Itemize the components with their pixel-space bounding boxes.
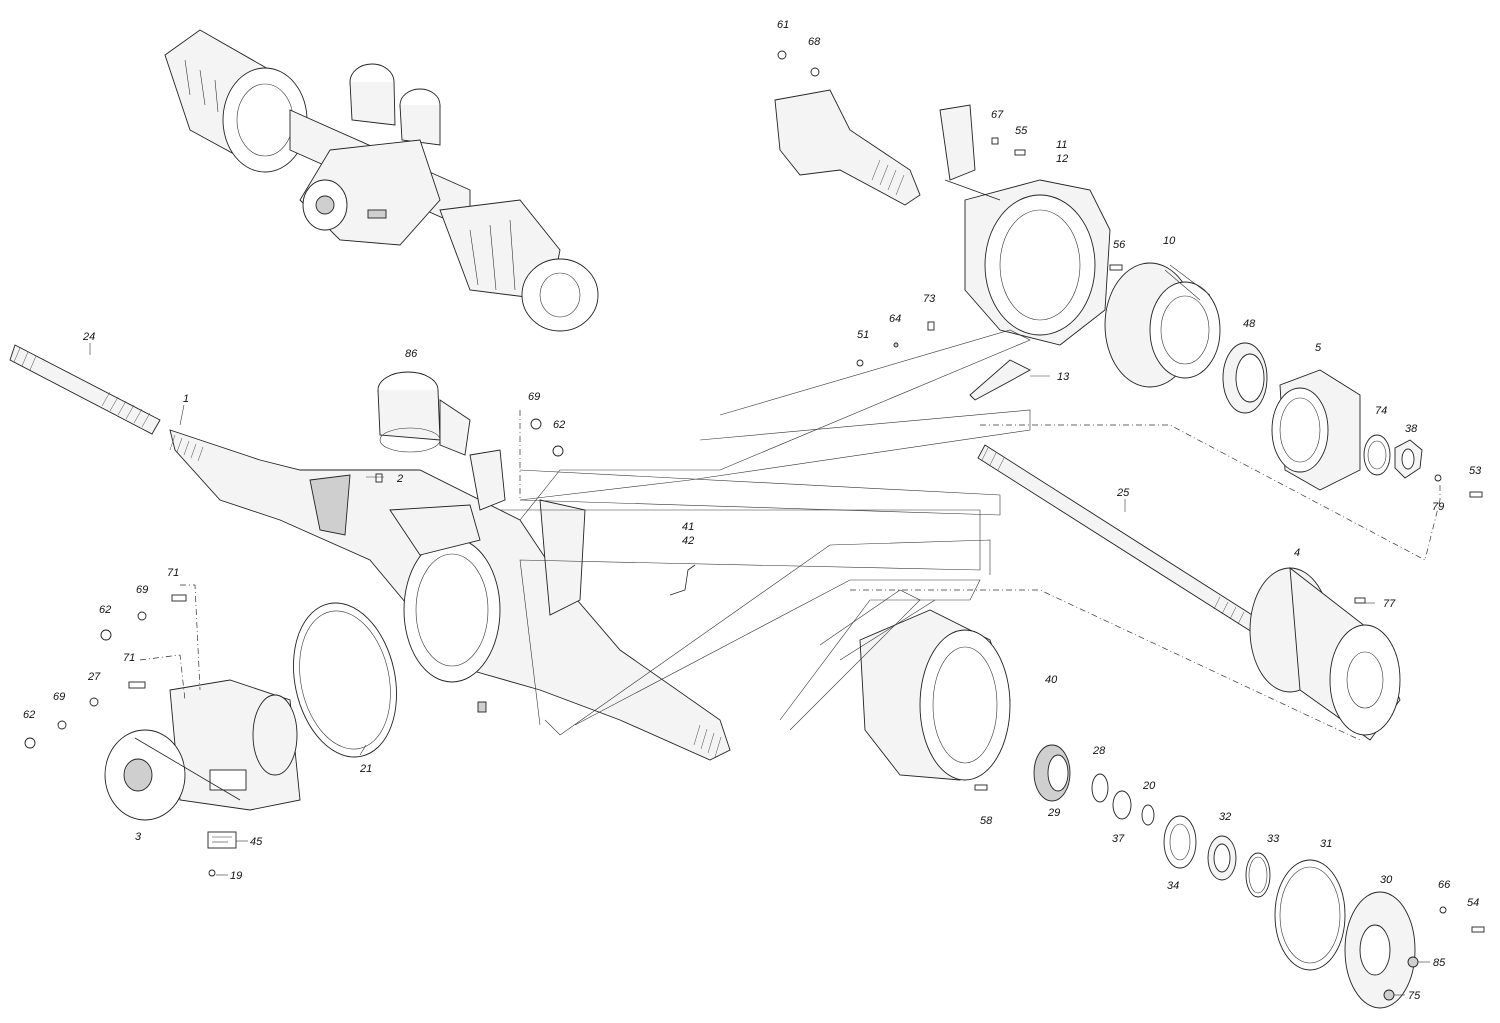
label-61: 61: [777, 19, 789, 31]
label-5: 5: [1315, 342, 1322, 354]
label-4: 4: [1294, 547, 1300, 559]
label-58: 58: [980, 815, 993, 827]
label-21: 21: [359, 763, 372, 775]
label-62c: 62: [23, 709, 35, 721]
ring-74: [1363, 434, 1391, 476]
label-28: 28: [1092, 745, 1106, 757]
label-62a: 62: [553, 419, 565, 431]
label-86: 86: [405, 348, 418, 360]
label-64: 64: [889, 313, 901, 325]
plate-45: [207, 831, 237, 849]
label-77: 77: [1383, 598, 1396, 610]
label-13: 13: [1057, 371, 1070, 383]
label-62b: 62: [99, 604, 111, 616]
label-29: 29: [1047, 807, 1060, 819]
snap-ring-28: [1091, 773, 1109, 803]
label-19: 19: [230, 870, 242, 882]
bearing-32: [1207, 835, 1237, 881]
label-42: 42: [682, 535, 694, 547]
label-56: 56: [1113, 239, 1126, 251]
label-48: 48: [1243, 318, 1256, 330]
label-11: 11: [1056, 139, 1067, 151]
axle-shaft-24: [9, 344, 161, 435]
label-85: 85: [1433, 957, 1446, 969]
label-41: 41: [682, 521, 694, 533]
label-1: 1: [183, 393, 189, 405]
nut-38: [1394, 439, 1423, 479]
label-74: 74: [1375, 405, 1387, 417]
fasteners: [24, 50, 1485, 1001]
label-55: 55: [1015, 125, 1028, 137]
label-40: 40: [1045, 674, 1058, 686]
gear-29: [1033, 744, 1071, 802]
label-51: 51: [857, 329, 869, 341]
planet-housing-4: [1249, 567, 1401, 741]
label-45: 45: [250, 836, 263, 848]
leader-lines: [89, 343, 1430, 996]
label-24: 24: [82, 331, 95, 343]
label-54: 54: [1467, 897, 1479, 909]
label-37: 37: [1112, 833, 1125, 845]
brake-chamber-86: [377, 371, 471, 456]
differential-3: [104, 679, 301, 821]
label-31: 31: [1320, 838, 1332, 850]
gasket-31: [1274, 859, 1346, 971]
ring-20: [1141, 804, 1155, 826]
label-38: 38: [1405, 423, 1418, 435]
label-66: 66: [1438, 879, 1451, 891]
label-67: 67: [991, 109, 1004, 121]
washer-37: [1112, 790, 1132, 820]
brake-drum-40: [859, 609, 1011, 781]
label-33: 33: [1267, 833, 1280, 845]
brake-assembly-11-12: [939, 104, 1111, 346]
label-75: 75: [1408, 990, 1421, 1002]
axle-housing-1: [169, 429, 731, 761]
label-71b: 71: [123, 652, 135, 664]
label-3: 3: [135, 831, 142, 843]
label-2: 2: [396, 473, 403, 485]
label-71a: 71: [167, 567, 179, 579]
label-69b: 69: [136, 584, 148, 596]
assembled-axle-overview: [164, 29, 599, 332]
label-12: 12: [1056, 153, 1068, 165]
assembly-lines: [139, 329, 1441, 741]
gasket-21: [293, 602, 397, 758]
label-34: 34: [1167, 880, 1179, 892]
label-53: 53: [1469, 465, 1482, 477]
ring-33: [1245, 852, 1271, 898]
label-32: 32: [1219, 811, 1231, 823]
part-labels: 24 1 86 69 62 2 41 42 71 69 62 71 27 69 …: [23, 19, 1482, 1002]
label-30: 30: [1380, 874, 1393, 886]
axle-shaft-25: [977, 444, 1261, 633]
disc-34: [1163, 815, 1197, 869]
cover-30: [1344, 891, 1416, 1009]
label-69a: 69: [528, 391, 540, 403]
gear-ring-5: [1271, 369, 1361, 491]
flange-shaft-68: [774, 89, 921, 206]
bearing-48: [1222, 342, 1268, 414]
label-73: 73: [923, 293, 936, 305]
hub-10: [1104, 262, 1221, 388]
label-68: 68: [808, 36, 821, 48]
label-25: 25: [1116, 487, 1130, 499]
label-10: 10: [1163, 235, 1176, 247]
label-69c: 69: [53, 691, 65, 703]
label-27: 27: [87, 671, 101, 683]
label-79: 79: [1432, 501, 1444, 513]
bracket-41-42: [669, 564, 696, 596]
label-20: 20: [1142, 780, 1156, 792]
